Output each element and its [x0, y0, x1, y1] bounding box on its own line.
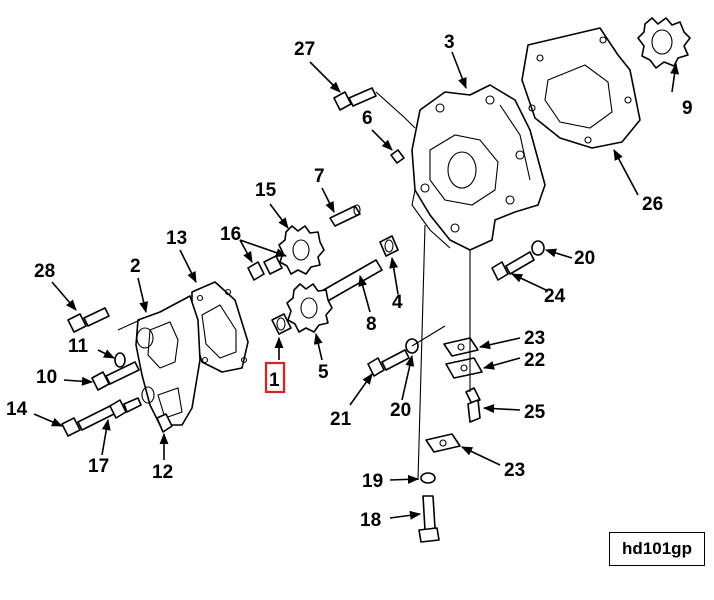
screw-27: [333, 87, 416, 129]
screw-17: [109, 397, 142, 419]
cover-2: [135, 295, 201, 426]
gear-15: [278, 225, 325, 275]
callout-25: 25: [524, 402, 546, 423]
callout-23-upper: 23: [524, 328, 545, 349]
callout-23-lower: 23: [504, 460, 525, 481]
leader-lines: [33, 51, 680, 520]
callout-9: 9: [682, 98, 693, 119]
callout-26: 26: [642, 194, 663, 215]
callout-6: 6: [362, 108, 373, 129]
callout-15: 15: [255, 180, 277, 201]
callout-16: 16: [220, 224, 241, 245]
gear-5: [286, 283, 333, 333]
screw-10: [91, 361, 140, 391]
callout-7: 7: [314, 166, 325, 187]
plug-12: [156, 413, 173, 433]
callout-24: 24: [544, 286, 566, 307]
bushings-16: [247, 255, 283, 281]
gasket-26: [521, 27, 641, 149]
reference-code-label: hd101gp: [609, 532, 705, 566]
bushing-1: [271, 313, 292, 335]
callout-20-upper: 20: [574, 248, 595, 269]
callout-3: 3: [444, 32, 455, 53]
bushing-4: [379, 235, 399, 257]
callout-2: 2: [130, 256, 141, 277]
callout-4: 4: [392, 292, 403, 313]
callout-11: 11: [68, 336, 89, 357]
callout-18: 18: [360, 510, 381, 531]
callout-21: 21: [330, 409, 352, 430]
callout-12: 12: [152, 462, 173, 483]
callout-5: 5: [318, 362, 329, 383]
shaft-7: [329, 204, 361, 227]
dowel-pin-6: [390, 149, 405, 164]
washer-11: [114, 352, 126, 368]
callout-14: 14: [6, 399, 28, 420]
callout-28: 28: [34, 261, 55, 282]
screw-28: [67, 307, 110, 333]
callout-1: 1: [269, 370, 280, 391]
bolt-21: [367, 349, 410, 377]
washer-20-upper: [531, 240, 545, 256]
callout-22: 22: [524, 350, 545, 371]
callout-19: 19: [362, 471, 383, 492]
plate-22: [445, 357, 483, 379]
callout-labels: 27 3 6 7 15 16 13 2 28 11 10 14 17 12 1 …: [6, 32, 693, 531]
callout-8: 8: [366, 314, 377, 335]
gasket-23-upper: [443, 337, 479, 357]
callout-10: 10: [36, 367, 57, 388]
callout-13: 13: [166, 228, 187, 249]
assembly-lines: [117, 224, 471, 481]
callout-17: 17: [88, 456, 109, 477]
pump-body-3: [411, 84, 546, 251]
gasket-23-lower: [425, 433, 461, 453]
bolt-18: [418, 495, 440, 543]
callout-27: 27: [294, 39, 315, 60]
gear-9: [637, 17, 691, 69]
bolt-25: [465, 387, 481, 423]
highlight-box-1: [264, 361, 286, 394]
washer-19: [420, 472, 436, 484]
callout-20-lower: 20: [390, 400, 411, 421]
shaft-8: [319, 259, 383, 303]
bolt-24: [491, 251, 535, 281]
